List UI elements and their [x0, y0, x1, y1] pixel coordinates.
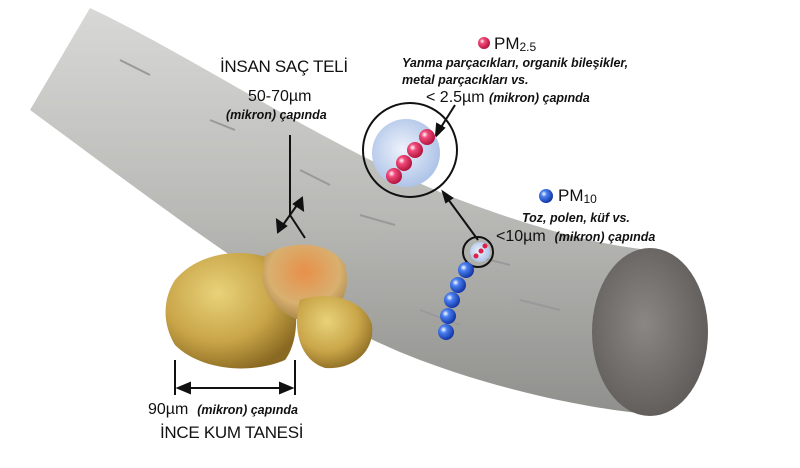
pm10-particles — [438, 236, 494, 340]
sand-size-note: (mikron) çapında — [197, 403, 298, 417]
sand-title: İNCE KUM TANESİ — [160, 423, 304, 442]
hair-cross-section — [592, 248, 708, 416]
pm10-size-note: (mikron) çapında — [554, 230, 656, 244]
hair-size-note: (mikron) çapında — [226, 108, 327, 122]
pm25-desc-line1: Yanma parçacıkları, organik bileşikler, — [402, 56, 629, 70]
pm10-size: <10µm — [496, 228, 546, 245]
pm25-label: PM2.5 — [494, 34, 536, 54]
pm25-label-text: PM — [494, 34, 520, 53]
hair-title: İNSAN SAÇ TELİ — [220, 57, 348, 76]
sand-size-line: 90µm (mikron) çapında — [148, 401, 298, 419]
pm25-size: < 2.5µm — [426, 89, 485, 106]
pm25-legend-dot — [478, 37, 490, 49]
sand-size: 90µm — [148, 401, 189, 418]
pm10-legend-dot — [539, 189, 553, 203]
pm25-size-line: < 2.5µm (mikron) çapında — [426, 89, 590, 107]
dimension-arrows — [174, 104, 479, 395]
pm25-size-note: (mikron) çapında — [489, 91, 590, 105]
pm10-label: PM10 — [558, 186, 597, 206]
hair-strand — [30, 8, 708, 416]
pm25-magnified — [362, 102, 458, 198]
hair-size: 50-70µm — [248, 88, 312, 105]
pm10-desc: Toz, polen, küf vs. — [522, 211, 630, 225]
pm25-subscript: 2.5 — [519, 40, 537, 54]
pm10-size-line: <10µm (mikron) çapında — [496, 228, 655, 246]
sand-grains — [165, 244, 373, 369]
pm10-subscript: 10 — [583, 192, 597, 206]
pm10-label-text: PM — [558, 186, 584, 205]
pm25-desc-line2: metal parçacıkları vs. — [402, 73, 529, 87]
